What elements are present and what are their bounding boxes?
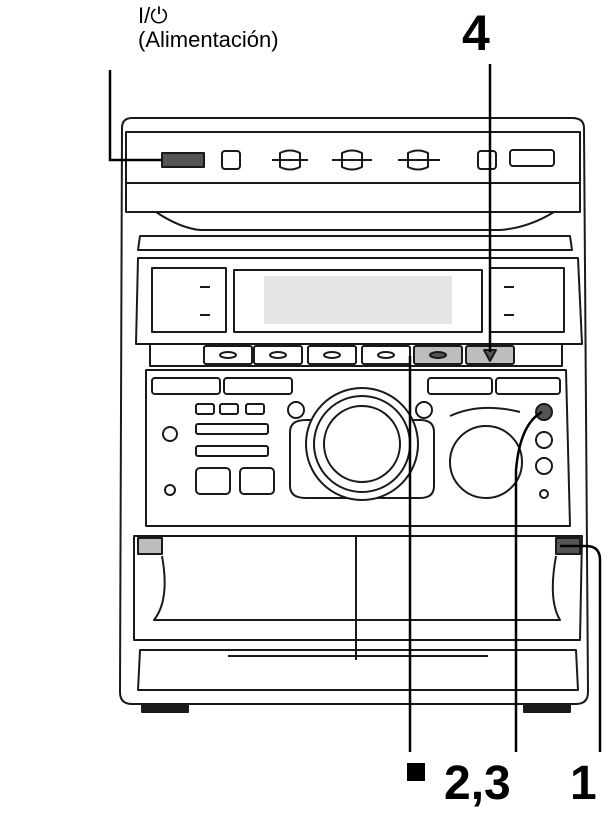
display-panel [135,257,583,345]
stop-icon [407,763,425,781]
function-row [149,343,563,367]
power-button [161,152,205,168]
dial-housing [289,419,435,499]
step-2-3-label: 2,3 [444,757,511,810]
sound-button [535,403,553,421]
cassette-deck [133,535,583,641]
control-panel [145,369,571,527]
cd-changer [125,131,581,213]
callout-line-1 [560,544,602,752]
cd-tray-lip [155,211,555,231]
power-symbol-label: I/⏻ [138,3,168,28]
volume-dial [449,425,523,499]
lcd-display [233,269,483,333]
step-1-label: 1 [570,757,597,810]
callout-line-23 [514,410,543,752]
jog-dial [305,387,419,501]
callout-line-power [108,70,162,162]
disc-button-2 [332,149,372,171]
top-button-1 [221,150,241,170]
cabinet-outline [119,117,589,705]
disc-button-3 [398,149,440,171]
step-4-label: 4 [462,5,490,61]
top-button-2 [477,150,497,170]
top-button-3 [509,149,555,167]
power-label: (Alimentación) [138,27,279,52]
disc-button-1 [272,149,308,171]
